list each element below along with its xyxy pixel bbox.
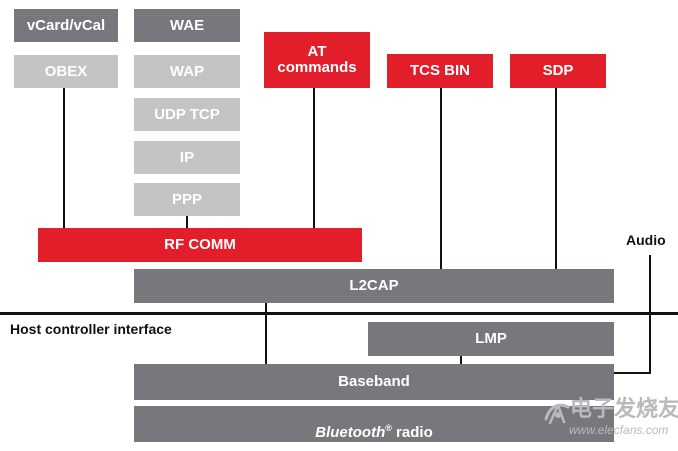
radio-suffix: radio	[391, 423, 433, 441]
ppp-label: PPP	[171, 190, 202, 208]
bluetooth-radio-block: Bluetooth® radio	[134, 406, 614, 442]
l2cap-label: L2CAP	[349, 277, 399, 295]
ppp-block: PPP	[134, 183, 240, 216]
registered-mark: ®	[385, 422, 392, 433]
host-controller-interface-label: Host controller interface	[10, 321, 172, 337]
obex-block: OBEX	[14, 55, 118, 88]
sdp-to-l2cap-line	[555, 87, 557, 269]
udp-tcp-block: UDP TCP	[134, 98, 240, 131]
bluetooth-radio-label: Bluetooth® radio	[315, 408, 432, 441]
audio-label: Audio	[626, 232, 666, 248]
l2cap-block: L2CAP	[134, 269, 614, 303]
ip-label: IP	[179, 148, 195, 166]
at-commands-to-rfcomm-line	[313, 87, 315, 228]
wae-block: WAE	[134, 9, 240, 42]
baseband-block: Baseband	[134, 364, 614, 400]
tcs-bin-to-l2cap-line	[440, 87, 442, 269]
sdp-label: SDP	[542, 62, 574, 80]
lmp-to-baseband-line	[460, 355, 462, 365]
rfcomm-label: RF COMM	[164, 236, 236, 254]
tcs-bin-label: TCS BIN	[410, 62, 470, 80]
audio-vertical-line	[649, 255, 651, 374]
wap-block: WAP	[134, 55, 240, 88]
baseband-label: Baseband	[338, 373, 410, 391]
ip-block: IP	[134, 141, 240, 174]
lmp-label: LMP	[475, 330, 507, 348]
vcard-vcal-block: vCard/vCal	[14, 9, 118, 42]
at-commands-label: AT commands	[277, 43, 357, 76]
l2cap-to-baseband-line	[265, 303, 267, 364]
wae-label: WAE	[169, 16, 205, 34]
obex-label: OBEX	[44, 62, 88, 80]
bluetooth-word: Bluetooth	[315, 423, 386, 441]
at-commands-block: AT commands	[264, 32, 370, 88]
lmp-block: LMP	[368, 322, 614, 356]
rfcomm-block: RF COMM	[38, 228, 362, 262]
vcard-vcal-label: vCard/vCal	[26, 16, 106, 34]
obex-to-rfcomm-line	[63, 87, 65, 228]
udp-tcp-label: UDP TCP	[154, 105, 220, 123]
wap-label: WAP	[169, 62, 205, 80]
tcs-bin-block: TCS BIN	[387, 54, 493, 88]
sdp-block: SDP	[510, 54, 606, 88]
host-controller-interface-line	[0, 312, 678, 315]
ppp-to-rfcomm-line	[186, 216, 188, 228]
audio-horizontal-line	[614, 372, 651, 374]
